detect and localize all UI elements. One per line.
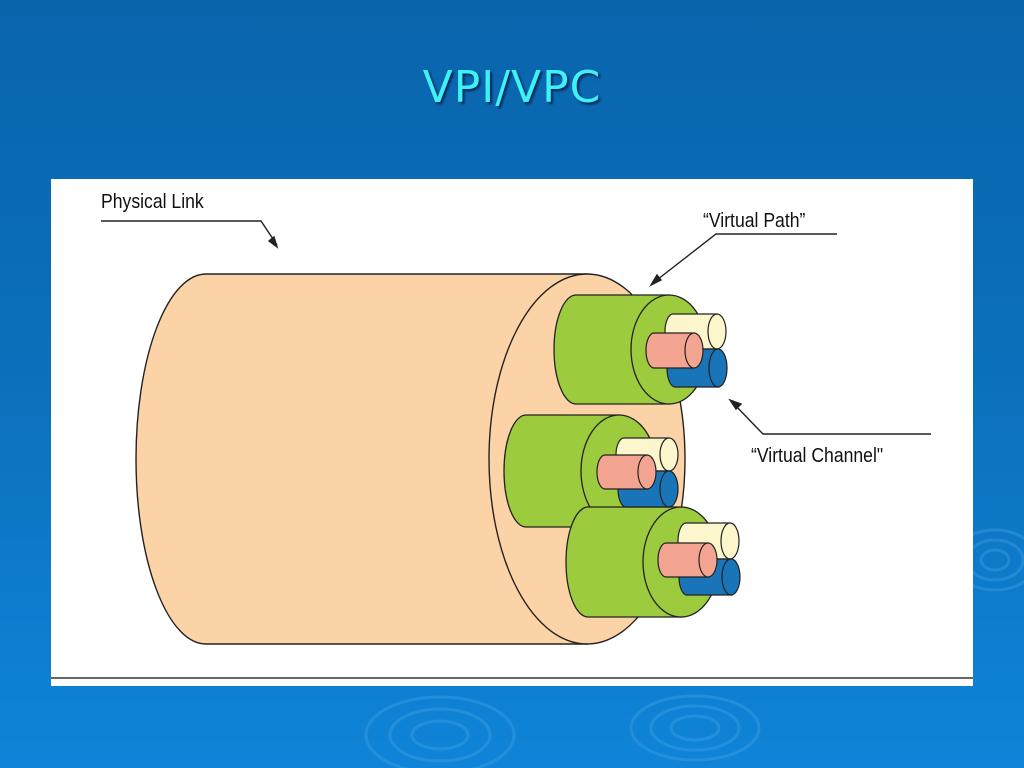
virtual-channels-3: [657, 522, 741, 596]
virtual-channel-label: “Virtual Channel": [751, 445, 884, 467]
virtual-channels-1: [645, 313, 728, 388]
cable-diagram: [51, 220, 973, 679]
diagram-panel: Physical Link “Virtual Path” “Virtual Ch…: [51, 179, 973, 686]
virtual-path-label: “Virtual Path”: [703, 210, 806, 232]
leader-lines: [101, 220, 931, 435]
physical-link-label: Physical Link: [101, 191, 204, 213]
virtual-channels-2: [596, 437, 679, 508]
slide-title: VPI/VPC: [422, 62, 602, 113]
